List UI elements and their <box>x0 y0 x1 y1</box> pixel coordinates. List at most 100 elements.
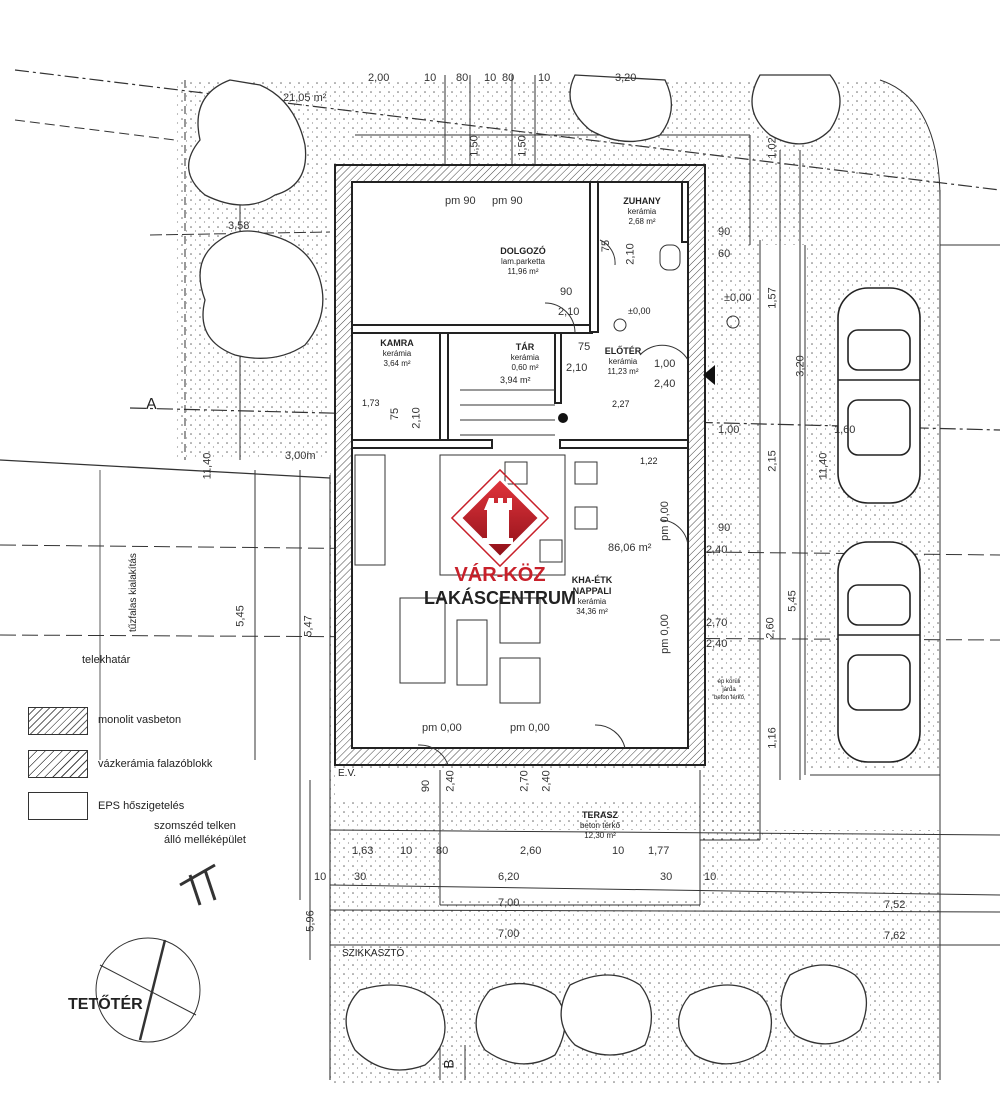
dim-700a: 7,00 <box>498 897 520 909</box>
legend-label-block: vázkerámia falazóblokk <box>98 758 213 770</box>
soakaway-label: SZIKKASZTÓ <box>342 948 405 959</box>
dim-90c: 90 <box>718 522 731 534</box>
level-pm000-d: pm 0,00 <box>658 614 671 654</box>
level-zero-a: ±0,00 <box>628 306 651 316</box>
north-compass <box>95 863 217 1043</box>
level-pm000-b: pm 0,00 <box>510 722 550 734</box>
dim-top-320: 3,20 <box>615 72 637 84</box>
dim-545b: 5,45 <box>786 590 799 612</box>
dim-150b: 1,50 <box>516 135 529 157</box>
dim-100a: 1,00 <box>654 358 676 370</box>
dim-545a: 5,45 <box>234 605 247 627</box>
dim-210d: 2,10 <box>410 407 423 429</box>
logo-mark <box>450 468 550 568</box>
neighbour-label-2: álló melléképület <box>164 834 246 846</box>
dim-90d: 90 <box>420 779 433 793</box>
building-walls <box>334 164 740 766</box>
dim-1140b: 11,40 <box>817 452 830 480</box>
dim-240a: 2,40 <box>654 378 676 390</box>
trees <box>187 74 867 1071</box>
legend-swatch-block <box>28 750 88 778</box>
dim-240d: 2,40 <box>444 770 457 792</box>
dim-177: 1,77 <box>648 845 670 857</box>
dim-8606: 86,06 m² <box>608 542 652 554</box>
dim-215: 2,15 <box>766 450 779 472</box>
level-pm90-b: pm 90 <box>492 195 523 207</box>
level-pm90-a: pm 90 <box>445 195 476 207</box>
dim-240e: 2,40 <box>540 770 553 792</box>
dim-top-10a: 10 <box>424 72 437 84</box>
dim-75b: 75 <box>578 341 591 353</box>
dim-270b: 2,70 <box>518 770 531 792</box>
dim-area-2105: 21,05 m² <box>283 92 327 104</box>
dim-top-10b: 10 <box>484 72 497 84</box>
level-pm000-a: pm 0,00 <box>422 722 462 734</box>
dim-210c: 2,10 <box>566 362 588 374</box>
dim-752: 7,52 <box>884 899 906 911</box>
dim-10e: 10 <box>612 845 625 857</box>
dim-top-200: 2,00 <box>368 72 390 84</box>
plot-boundary-label: telekhatár <box>82 654 131 666</box>
dim-700b: 7,00 <box>498 928 520 940</box>
firewall-label: tűzfalas kialakítás <box>128 553 139 632</box>
dim-30a: 30 <box>354 871 367 883</box>
dim-100b: 1,00 <box>718 424 740 436</box>
dim-top-10c: 10 <box>538 72 551 84</box>
dim-320b: 3,20 <box>794 355 807 377</box>
dim-30b: 30 <box>660 871 673 883</box>
dim-75c: 75 <box>389 407 402 421</box>
dim-top-80b: 80 <box>502 72 515 84</box>
dim-116: 1,16 <box>766 727 779 749</box>
dim-80c: 80 <box>436 845 449 857</box>
dim-160: 1,60 <box>834 424 856 436</box>
dim-300: 3,00m <box>285 450 316 462</box>
dim-240c: 2,40 <box>706 638 728 650</box>
dim-10f: 10 <box>314 871 327 883</box>
legend-swatch-eps <box>28 792 88 820</box>
dim-596: 5,96 <box>304 910 317 932</box>
dim-620: 6,20 <box>498 871 520 883</box>
dim-762: 7,62 <box>884 930 906 942</box>
ev-label: E.V. <box>338 768 356 779</box>
dim-122: 1,22 <box>640 456 658 466</box>
dim-102: 1,02 <box>766 137 779 159</box>
dim-90a: 90 <box>718 226 731 238</box>
dim-75a: 75 <box>600 239 613 253</box>
section-mark-a: A <box>146 396 157 413</box>
dim-270a: 2,70 <box>706 617 728 629</box>
neighbour-label-1: szomszéd telken <box>154 820 236 832</box>
level-pm000-c: pm 0,00 <box>658 501 671 541</box>
section-mark-b: B <box>440 1059 457 1069</box>
attic-label: TETŐTÉR <box>68 996 143 1013</box>
dim-157: 1,57 <box>766 287 779 309</box>
dim-60: 60 <box>718 248 731 260</box>
level-zero-b: ±0,00 <box>724 292 752 304</box>
dim-173: 1,73 <box>362 398 380 408</box>
dim-163: 1,63 <box>352 845 374 857</box>
dim-260: 2,60 <box>520 845 542 857</box>
dim-150a: 1,50 <box>468 135 481 157</box>
parked-cars <box>837 287 921 763</box>
legend-label-eps: EPS hőszigetelés <box>98 800 185 812</box>
dim-1140a: 11,40 <box>201 452 214 480</box>
dim-227: 2,27 <box>612 399 630 409</box>
dim-10g: 10 <box>704 871 717 883</box>
dim-260b: 2,60 <box>764 617 777 639</box>
logo-line-2: LAKÁSCENTRUM <box>424 588 576 608</box>
dim-210a: 2,10 <box>558 306 580 318</box>
dim-90b: 90 <box>560 286 573 298</box>
logo-line-1: VÁR-KÖZ <box>454 564 546 586</box>
dim-240b: 2,40 <box>706 544 728 556</box>
legend-label-concrete: monolit vasbeton <box>98 714 182 726</box>
dim-358: 3,58 <box>228 220 250 232</box>
dim-210b: 2,10 <box>624 243 637 265</box>
